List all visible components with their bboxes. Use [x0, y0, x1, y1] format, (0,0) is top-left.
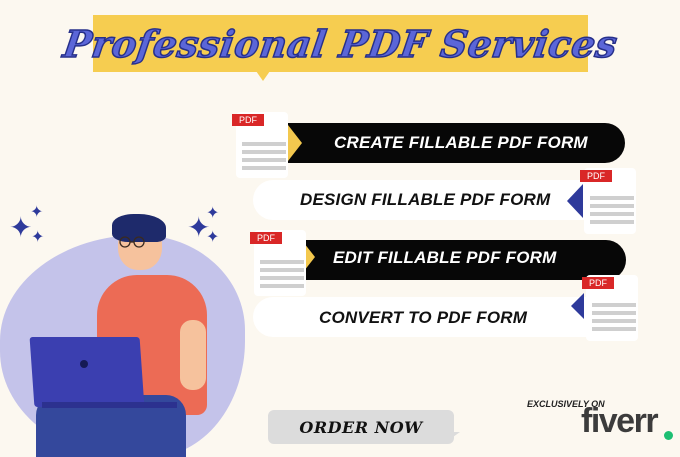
sparkle-icon: ✦	[187, 212, 211, 243]
fiverr-logo: fiverr	[581, 402, 659, 440]
arrow-left-icon	[571, 293, 584, 319]
arrow-right-icon	[304, 243, 315, 271]
glasses-icon	[119, 236, 145, 248]
service-label-convert: CONVERT TO PDF FORM	[319, 308, 528, 327]
title-banner	[93, 15, 588, 72]
sparkle-icon: ✦	[206, 205, 220, 222]
fiverr-logo-dot	[664, 431, 673, 440]
order-button-tail	[446, 432, 460, 442]
pdf-tag: PDF	[580, 170, 612, 182]
laptop-logo	[80, 360, 88, 368]
service-bar-edit: EDIT FILLABLE PDF FORM	[303, 240, 626, 280]
service-bar-create: CREATE FILLABLE PDF FORM	[287, 123, 625, 163]
service-label-edit: EDIT FILLABLE PDF FORM	[333, 248, 557, 267]
laptop-icon	[29, 337, 145, 407]
sparkle-icon: ✦	[206, 229, 220, 246]
arrow-right-icon	[288, 125, 302, 161]
pdf-document-icon: PDF	[580, 168, 636, 234]
exclusive-label: EXCLUSIVELY ON	[527, 399, 605, 409]
pdf-document-icon: PDF	[582, 275, 638, 341]
laptop-base	[42, 402, 177, 408]
service-bar-convert: CONVERT TO PDF FORM	[253, 297, 593, 337]
arrow-left-icon	[567, 184, 583, 218]
pdf-document-icon: PDF	[250, 230, 306, 296]
title-banner-pointer	[256, 71, 270, 81]
pdf-tag: PDF	[232, 114, 264, 126]
sparkle-icon: ✦	[9, 212, 33, 243]
person-arm	[180, 320, 206, 390]
sparkle-icon: ✦	[31, 229, 45, 246]
pdf-tag: PDF	[582, 277, 614, 289]
page-title: Professional PDF Services	[60, 21, 621, 67]
sparkle-icon: ✦	[30, 204, 44, 221]
pdf-document-icon: PDF	[232, 112, 288, 178]
service-label-create: CREATE FILLABLE PDF FORM	[334, 133, 588, 152]
service-bar-design: DESIGN FILLABLE PDF FORM	[253, 180, 593, 220]
service-label-design: DESIGN FILLABLE PDF FORM	[300, 190, 551, 209]
order-now-button[interactable]: ORDER NOW	[268, 410, 454, 444]
pdf-tag: PDF	[250, 232, 282, 244]
